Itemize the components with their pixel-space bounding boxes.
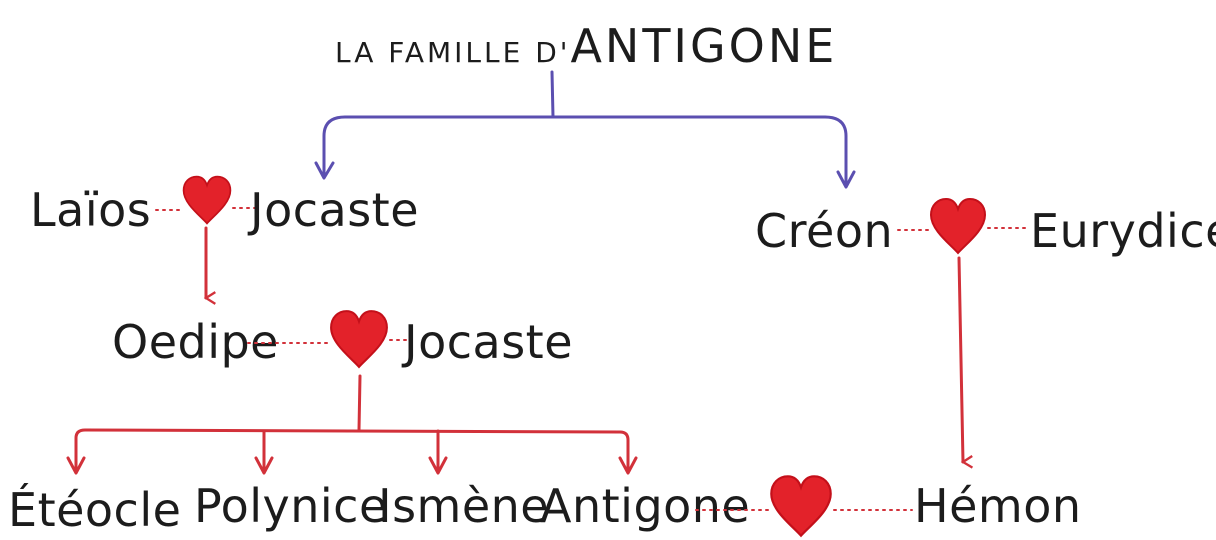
person-ismene: Ismène: [378, 479, 549, 533]
title-name: ANTIGONE: [570, 19, 837, 73]
arrow-down-icon: [254, 456, 274, 475]
diagram-title: LA FAMILLE D'ANTIGONE: [335, 19, 837, 73]
person-creon: Créon: [755, 204, 893, 258]
arrow-down-icon: [618, 456, 638, 475]
person-hemon: Hémon: [914, 479, 1082, 533]
person-polynice: Polynice: [194, 479, 388, 533]
arrow-down-icon: [428, 456, 448, 475]
heart-icon: [929, 197, 987, 255]
person-laios: Laïos: [30, 183, 151, 237]
person-oedipe: Oedipe: [112, 315, 279, 369]
heart-icon: [770, 475, 832, 537]
person-jocaste-1: Jocaste: [247, 183, 419, 237]
sibling-connector: [314, 70, 856, 189]
arrow-down-icon: [836, 170, 856, 189]
title-prefix: LA FAMILLE D': [335, 36, 570, 69]
person-eurydice: Eurydice: [1030, 204, 1216, 258]
heart-icon: [182, 175, 232, 225]
person-jocaste-2: Jocaste: [401, 315, 573, 369]
heart-icon: [329, 309, 389, 369]
person-eteocle: Étéocle: [8, 483, 181, 537]
descent-lines: [203, 226, 974, 469]
children-connector: [66, 374, 638, 475]
arrow-down-icon: [314, 161, 335, 180]
person-antigone: Antigone: [540, 479, 750, 533]
arrow-down-icon: [66, 456, 86, 475]
